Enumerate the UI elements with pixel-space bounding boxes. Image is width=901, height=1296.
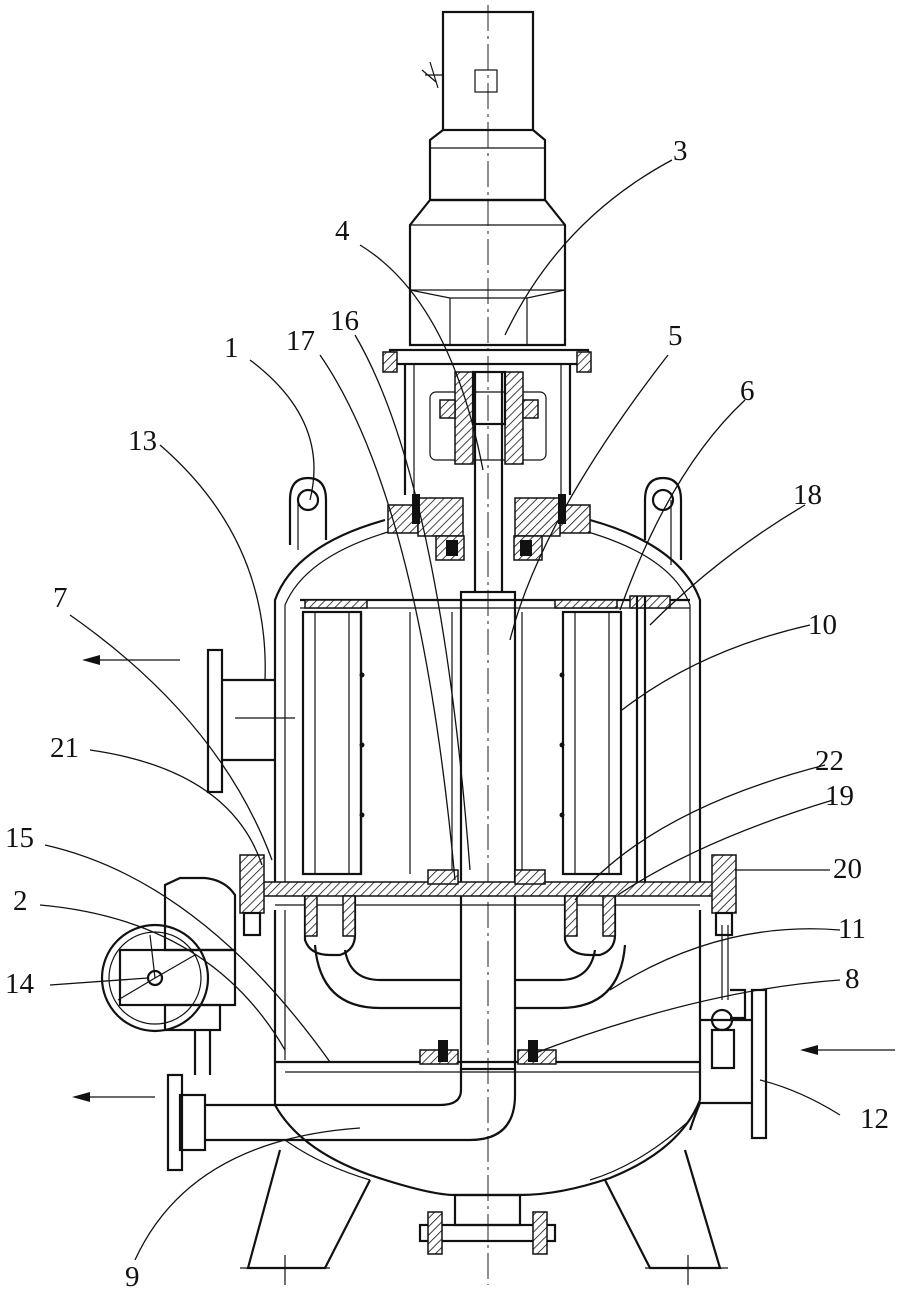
flow-arrows — [72, 655, 895, 1102]
lifting-lug-left — [288, 476, 328, 550]
backwash-nozzles — [303, 895, 627, 1010]
callout-3: 3 — [673, 135, 688, 167]
callout-16: 16 — [330, 305, 359, 337]
coupling — [429, 370, 547, 465]
callout-2: 2 — [13, 885, 28, 917]
callout-13: 13 — [128, 425, 157, 457]
filter-element-right — [521, 610, 623, 876]
motor — [421, 10, 547, 202]
backwash-rod — [635, 596, 647, 885]
bottom-drain-flange — [418, 1193, 557, 1255]
callout-15: 15 — [5, 822, 34, 854]
callout-18: 18 — [793, 479, 822, 511]
lower-partition — [275, 1040, 700, 1073]
drive-shaft — [459, 372, 517, 1071]
top-seal-housing — [387, 494, 591, 561]
lower-tube-sheet — [239, 854, 737, 937]
callout-22: 22 — [815, 745, 844, 777]
filter-element-left — [301, 610, 365, 876]
callout-5: 5 — [668, 320, 683, 352]
callout-8: 8 — [845, 963, 860, 995]
filter-element-center-left — [359, 612, 453, 874]
callout-9: 9 — [125, 1261, 140, 1293]
callout-20: 20 — [833, 853, 862, 885]
sample-valve — [710, 925, 747, 1070]
callout-labels: 3 4 1 17 16 5 6 13 18 7 10 21 22 19 15 2… — [5, 135, 889, 1293]
callout-14: 14 — [5, 968, 35, 1000]
callout-1: 1 — [224, 332, 239, 364]
callout-10: 10 — [808, 609, 837, 641]
callout-21: 21 — [50, 732, 79, 764]
clean-water-outlet — [206, 648, 295, 794]
sewage-valve — [100, 876, 237, 1075]
upper-tube-sheet — [300, 595, 690, 609]
vessel-shell — [273, 518, 702, 1197]
callout-4: 4 — [335, 215, 350, 247]
callout-12: 12 — [860, 1103, 889, 1135]
motor-bracket — [382, 348, 592, 495]
callout-17: 17 — [286, 325, 315, 357]
discharge-pipe — [166, 1069, 517, 1172]
callout-7: 7 — [53, 582, 68, 614]
leader-lines — [39, 159, 841, 1261]
callout-6: 6 — [740, 375, 755, 407]
gear-reducer — [408, 198, 567, 347]
support-legs — [240, 1149, 728, 1285]
callout-19: 19 — [825, 780, 854, 812]
callout-11: 11 — [838, 913, 866, 945]
